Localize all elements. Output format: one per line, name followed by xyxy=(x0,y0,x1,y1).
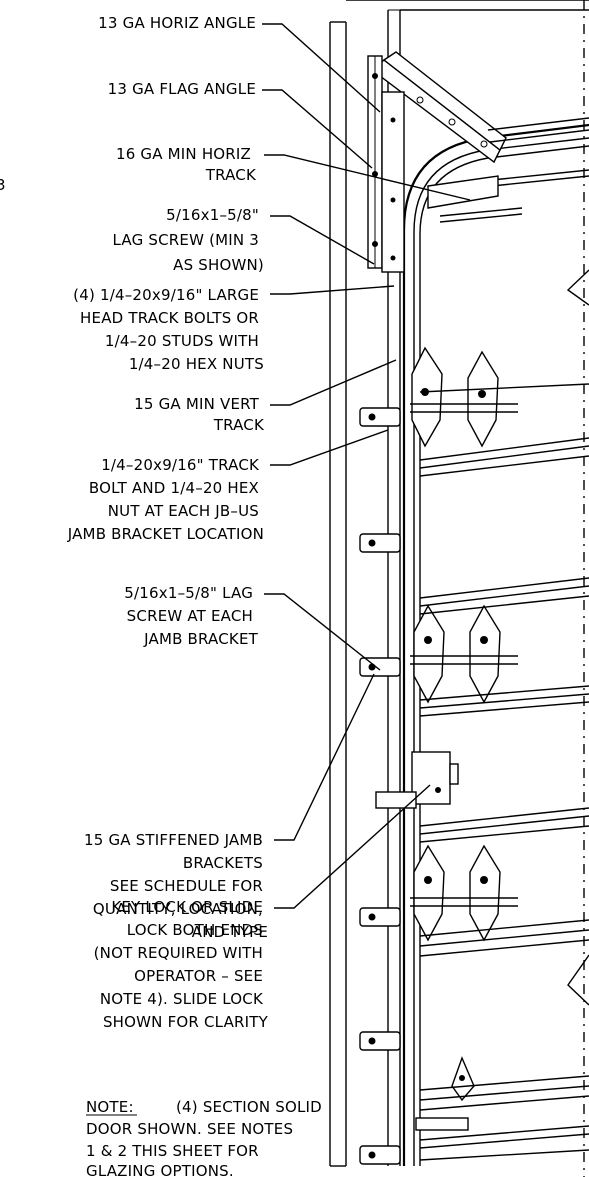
callout-line: AS SHOWN) xyxy=(173,256,264,274)
callout-line: LAG SCREW (MIN 3 xyxy=(112,231,259,249)
callout-line: (NOT REQUIRED WITH xyxy=(94,944,263,962)
slide-lock xyxy=(375,751,459,809)
section-rail-4 xyxy=(419,807,589,843)
jamb-bracket xyxy=(359,907,401,927)
note-line: GLAZING OPTIONS. xyxy=(86,1162,234,1177)
callout-line: 5/16x1–5/8" xyxy=(166,206,259,224)
callout-line: JAMB BRACKET LOCATION xyxy=(67,525,264,543)
callout-line: 16 GA MIN HORIZ xyxy=(116,145,251,163)
callout-track-bolt-jamb: 1/4–20x9/16" TRACK BOLT AND 1/4–20 HEX N… xyxy=(67,456,264,543)
margin-mark: 3 xyxy=(0,176,6,194)
callout-stiffened-jamb: 15 GA STIFFENED JAMB BRACKETS SEE SCHEDU… xyxy=(84,831,268,941)
callout-line: JAMB BRACKET xyxy=(143,630,259,648)
callout-line: OPERATOR – SEE xyxy=(134,967,263,985)
callout-line: 15 GA STIFFENED JAMB xyxy=(84,831,263,849)
callout-lag-screw-jamb: 5/16x1–5/8" LAG SCREW AT EACH JAMB BRACK… xyxy=(124,584,258,648)
jamb-bracket xyxy=(359,1031,401,1051)
callout-vert-track: 15 GA MIN VERT TRACK xyxy=(134,395,265,434)
callout-line: BOLT AND 1/4–20 HEX xyxy=(89,479,259,497)
section-rail-3 xyxy=(419,577,589,717)
note-heading: NOTE: xyxy=(86,1098,134,1116)
callout-horiz-track: 16 GA MIN HORIZ TRACK xyxy=(116,145,257,184)
callout-horiz-angle: 13 GA HORIZ ANGLE xyxy=(98,14,256,32)
callout-line: NOTE 4). SLIDE LOCK xyxy=(100,990,264,1008)
callout-line: AND TYPE xyxy=(192,923,268,941)
hinge-pair-1 xyxy=(410,346,518,448)
wood-jamb xyxy=(329,21,347,1167)
callout-line: KEY LOCK OR SLIDE xyxy=(111,898,263,916)
break-line-bottom xyxy=(567,954,589,1006)
note-line: (4) SECTION SOLID xyxy=(176,1098,322,1116)
flag-angle xyxy=(367,55,405,273)
callout-line: NUT AT EACH JB–US xyxy=(108,502,259,520)
note-line: DOOR SHOWN. SEE NOTES xyxy=(86,1120,293,1138)
leader-lines xyxy=(262,23,471,909)
callout-flag-angle: 13 GA FLAG ANGLE xyxy=(108,80,256,98)
callout-line: 1/4–20x9/16" TRACK xyxy=(101,456,260,474)
callout-line: BRACKETS xyxy=(183,854,263,872)
callout-line: SCREW AT EACH xyxy=(127,607,253,625)
callout-lag-screw-top: 5/16x1–5/8" LAG SCREW (MIN 3 AS SHOWN) xyxy=(112,206,264,274)
callout-track-bolts: (4) 1/4–20x9/16" LARGE HEAD TRACK BOLTS … xyxy=(73,286,264,373)
jamb-bracket xyxy=(359,1145,401,1165)
callout-line: TRACK xyxy=(213,416,265,434)
callout-line: QUANTITY, LOCATION, xyxy=(93,900,263,918)
callout-line: HEAD TRACK BOLTS OR xyxy=(80,309,259,327)
callout-line: SEE SCHEDULE FOR xyxy=(110,877,263,895)
callout-line: 15 GA MIN VERT xyxy=(134,395,260,413)
note-line: 1 & 2 THIS SHEET FOR xyxy=(86,1142,259,1160)
top-header xyxy=(346,0,589,11)
section-rail-2 xyxy=(419,383,589,477)
jamb-bracket xyxy=(359,657,401,677)
callout-line: TRACK xyxy=(205,166,257,184)
callout-line: LOCK BOTH ENDS xyxy=(127,921,263,939)
jamb-bracket xyxy=(359,533,401,553)
hinge-pair-3 xyxy=(410,844,518,942)
callout-line: 13 GA FLAG ANGLE xyxy=(108,80,256,98)
hinge-pair-2 xyxy=(410,604,518,704)
note-block: NOTE: (4) SECTION SOLID DOOR SHOWN. SEE … xyxy=(86,1098,322,1177)
bottom-bracket xyxy=(415,1056,589,1161)
section-rail-1 xyxy=(427,117,589,223)
callout-line: 1/4–20 STUDS WITH xyxy=(105,332,259,350)
callout-line: (4) 1/4–20x9/16" LARGE xyxy=(73,286,259,304)
callout-key-lock: KEY LOCK OR SLIDE LOCK BOTH ENDS (NOT RE… xyxy=(94,898,269,1031)
callout-line: SHOWN FOR CLARITY xyxy=(103,1013,269,1031)
section-rail-5 xyxy=(419,919,589,957)
break-line-top xyxy=(566,269,589,306)
callout-line: 1/4–20 HEX NUTS xyxy=(129,355,264,373)
callout-line: 5/16x1–5/8" LAG xyxy=(124,584,253,602)
callout-line: 13 GA HORIZ ANGLE xyxy=(98,14,256,32)
jamb-bracket xyxy=(359,407,401,427)
